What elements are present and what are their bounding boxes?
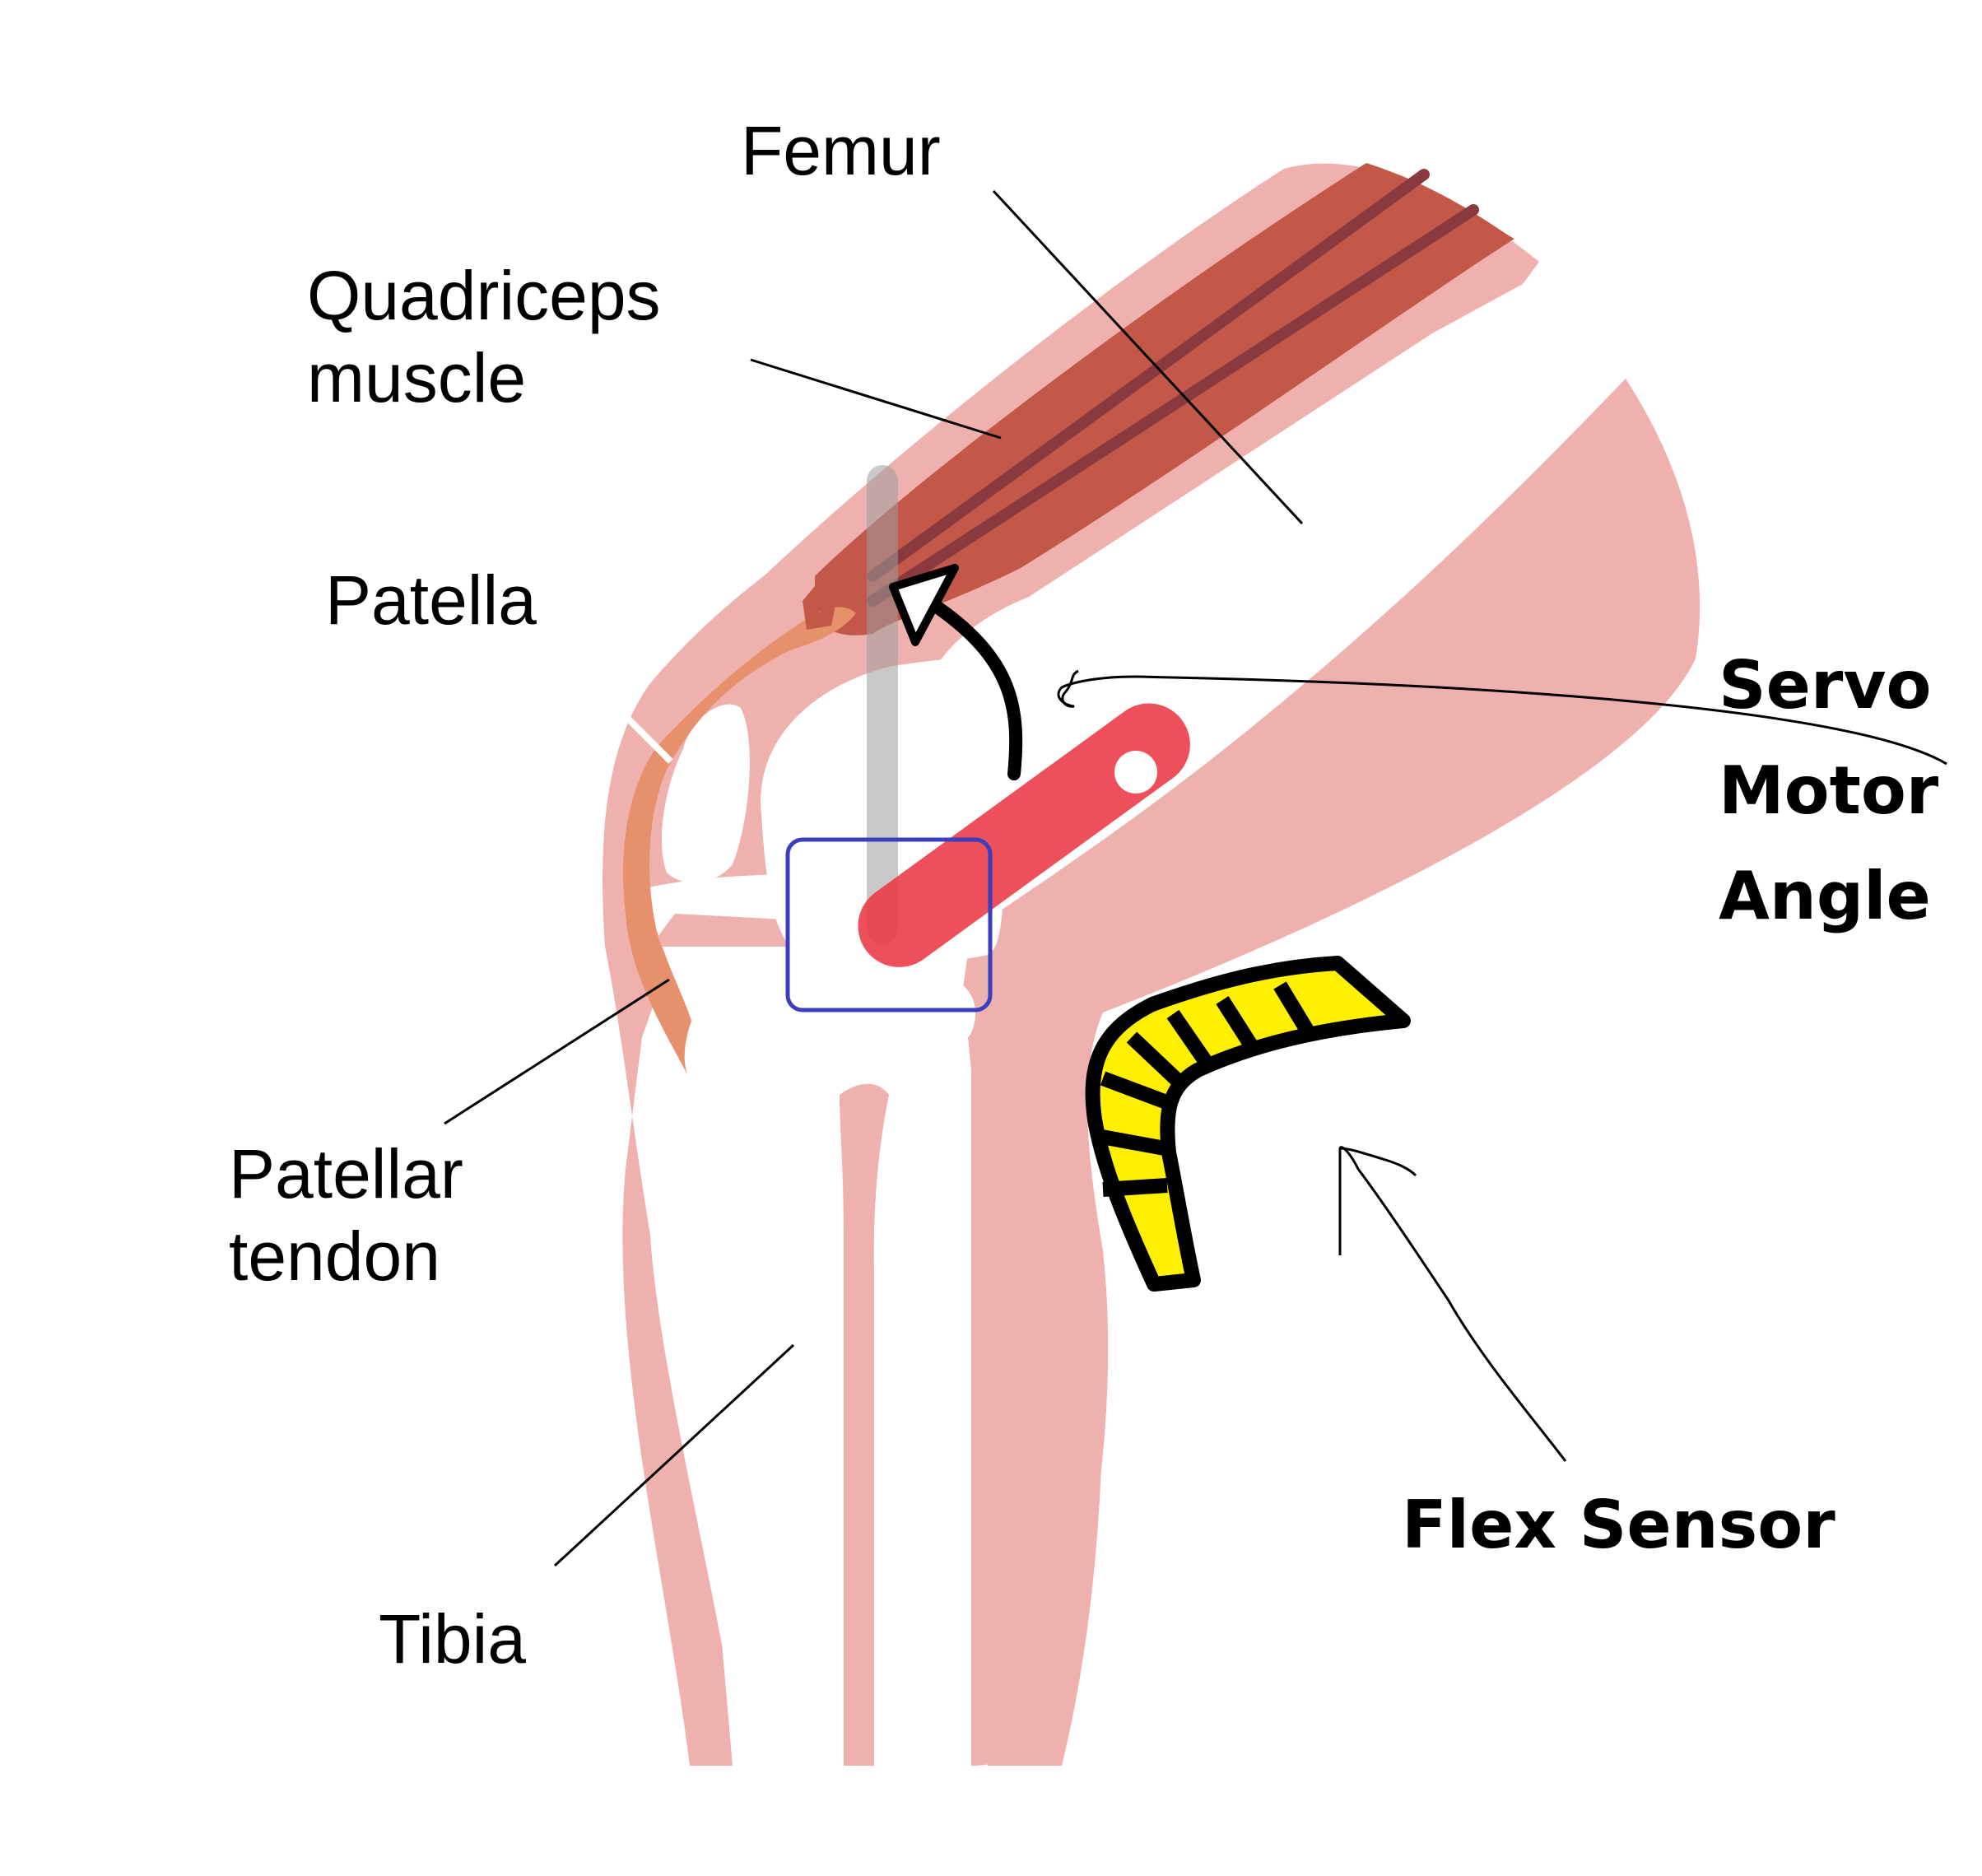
muscle-fiber-2 <box>867 204 1479 607</box>
patellar-tendon-label-line1: Patellar <box>229 1135 463 1213</box>
servo-horn-icon <box>858 703 1190 967</box>
servo-label-line3: Angle <box>1719 858 1931 934</box>
flex-sensor-leader <box>1338 1146 1567 1462</box>
femur-label: Femur <box>741 112 941 189</box>
servo-motor-box <box>785 837 993 1012</box>
posterior-soft-tissue <box>963 379 1701 1766</box>
muscle-fiber-1 <box>867 169 1430 582</box>
flex-sensor-label: Flex Sensor <box>1402 1487 1835 1563</box>
tendon-serration <box>803 576 840 630</box>
servo-label-line2: Motor <box>1719 752 1939 829</box>
servo-label-line1: Servo <box>1719 647 1931 724</box>
servo-horn-hole <box>1114 751 1157 794</box>
labels: Femur Quadriceps muscle Patella Patellar… <box>229 112 1939 1678</box>
femur-leader <box>992 189 1304 525</box>
curved-arrow-icon <box>928 598 1023 780</box>
arrow-head <box>889 564 959 646</box>
fibula-bone <box>863 1078 955 1766</box>
interosseous-tissue <box>840 1083 889 1766</box>
patella-space <box>661 704 750 883</box>
quadriceps-label-line2: muscle <box>307 339 526 417</box>
leader-lines <box>444 189 1947 1567</box>
servo-shaft <box>867 465 898 945</box>
lower-leg-soft-tissue <box>650 914 1103 1766</box>
tibia-leader <box>553 1343 795 1567</box>
knee-anatomy <box>603 163 1701 1767</box>
tibia-bone <box>683 961 976 1766</box>
tibia-label: Tibia <box>379 1600 526 1678</box>
servo-mechanism <box>785 465 1190 1012</box>
patellar-tendon-leader <box>444 978 670 1125</box>
quadriceps-leader <box>750 358 1002 440</box>
servo-leader <box>1057 669 1947 766</box>
patella-cut-line <box>615 705 673 764</box>
quadriceps-muscle <box>815 163 1514 635</box>
patellar-tendon-label-line2: tendon <box>229 1217 440 1295</box>
patella-label: Patella <box>325 561 537 639</box>
quadriceps-label-line1: Quadriceps <box>307 257 661 334</box>
patellar-tendon <box>622 607 856 1074</box>
flex-sensor-strip-icon <box>1085 956 1411 1292</box>
